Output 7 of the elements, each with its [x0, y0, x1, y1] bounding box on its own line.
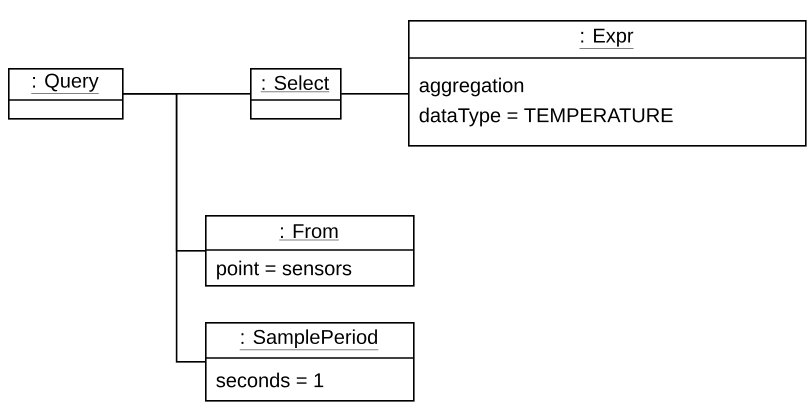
object-box: : From point = sensors: [205, 215, 415, 287]
link-line: [124, 93, 205, 363]
link-line: [342, 93, 408, 95]
object-box: : Expr aggregation dataType = TEMPERATURE: [408, 20, 807, 147]
object-box: : Select: [250, 68, 342, 120]
object-box: : SamplePeriod seconds = 1: [205, 322, 415, 402]
object-box: : Query: [8, 68, 124, 120]
